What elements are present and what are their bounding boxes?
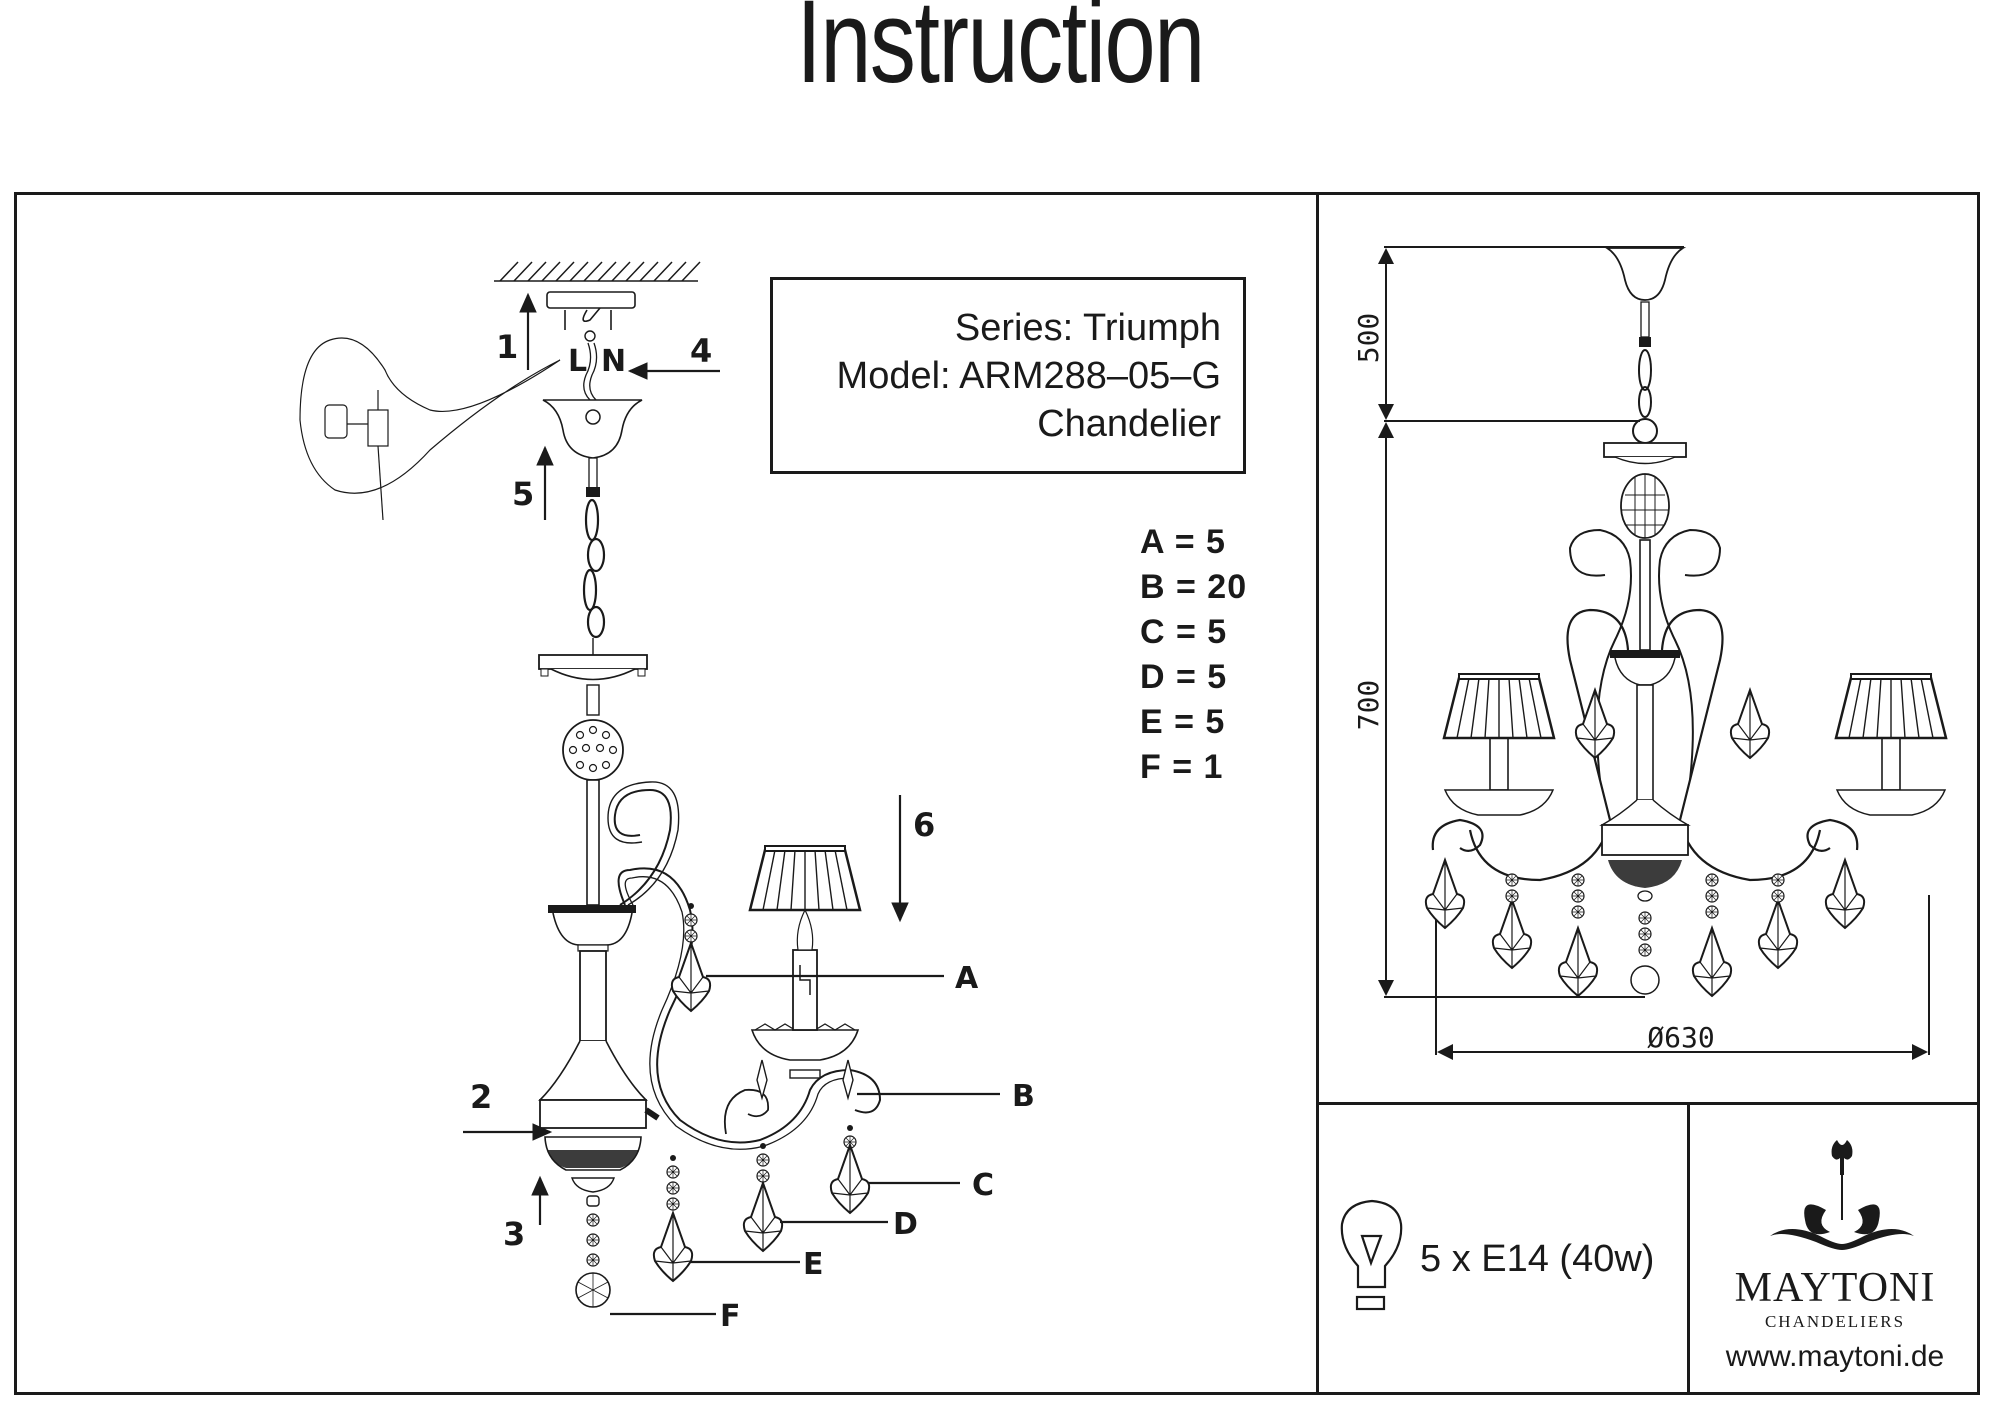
crystal-d — [742, 1182, 784, 1252]
parts-list: A = 5 B = 20 C = 5 D = 5 E = 5 F = 1 — [1140, 520, 1247, 790]
parts-list-item: F = 1 — [1140, 748, 1224, 786]
dimension-diameter-label: Ø630 — [1647, 1021, 1714, 1054]
ceiling-canopy — [542, 399, 643, 459]
instruction-frame — [14, 192, 1980, 1395]
part-label-c: C — [972, 1168, 994, 1203]
crystal-e — [652, 1212, 694, 1282]
parts-list-item: E = 5 — [1140, 703, 1226, 741]
document-title: Instruction — [796, 0, 1205, 108]
step-number-3: 3 — [503, 1215, 525, 1253]
part-label-e: E — [803, 1247, 824, 1282]
ceiling-hatch — [494, 261, 701, 282]
part-label-d: D — [893, 1207, 918, 1242]
right-lamp — [1834, 672, 1948, 816]
parts-list-item: C = 5 — [1140, 613, 1228, 651]
light-bulb-icon — [1340, 1199, 1403, 1311]
part-label-f: F — [720, 1299, 741, 1334]
parts-list-item: B = 20 — [1140, 568, 1248, 606]
crystal-c — [829, 1144, 871, 1214]
step-number-5: 5 — [512, 475, 534, 513]
wire-label-neutral: N — [601, 344, 626, 379]
series-label: Series: Triumph — [954, 307, 1221, 349]
chandelier-body — [539, 1099, 647, 1129]
brand-name: MAYTONI — [1734, 1265, 1936, 1311]
dimension-700-label: 700 — [1352, 680, 1385, 731]
product-type-label: Chandelier — [1037, 403, 1221, 445]
dimension-drawing: 500 700 Ø630 — [1352, 246, 1948, 1060]
dimension-500-label: 500 — [1352, 313, 1385, 364]
part-label-a: A — [955, 961, 979, 996]
dimension-canopy — [1603, 247, 1687, 301]
mounting-bracket — [546, 291, 636, 330]
brand-subtitle: CHANDELIERS — [1764, 1312, 1906, 1331]
ground-terminal-icon — [584, 330, 596, 342]
brand-url[interactable]: www.maytoni.de — [1725, 1340, 1945, 1373]
assembly-diagram: L N — [299, 261, 1035, 1334]
chandelier-ornament-icon — [1770, 1140, 1914, 1250]
divider-horizontal-right — [1316, 1102, 1980, 1105]
part-label-b: B — [1012, 1079, 1035, 1114]
chain — [582, 498, 606, 639]
divider-vertical-bottom — [1687, 1102, 1690, 1395]
divider-vertical-main — [1316, 192, 1319, 1395]
step-number-2: 2 — [470, 1078, 492, 1116]
model-label: Model: ARM288–05–G — [836, 355, 1221, 397]
bulb-spec: 5 x E14 (40w) — [1420, 1238, 1655, 1280]
terminal-block-callout — [299, 337, 561, 521]
step-number-1: 1 — [496, 328, 518, 366]
parts-list-item: A = 5 — [1140, 523, 1226, 561]
product-info-box: Series: Triumph Model: ARM288–05–G Chand… — [770, 277, 1246, 474]
step-number-6: 6 — [913, 806, 935, 844]
lamp-shade — [748, 844, 862, 912]
crystal-a — [670, 942, 712, 1012]
canopy-plate — [538, 654, 648, 670]
parts-list-item: D = 5 — [1140, 658, 1228, 696]
wire-label-live: L — [568, 344, 587, 379]
step-number-4: 4 — [690, 332, 712, 370]
left-lamp — [1442, 672, 1556, 816]
